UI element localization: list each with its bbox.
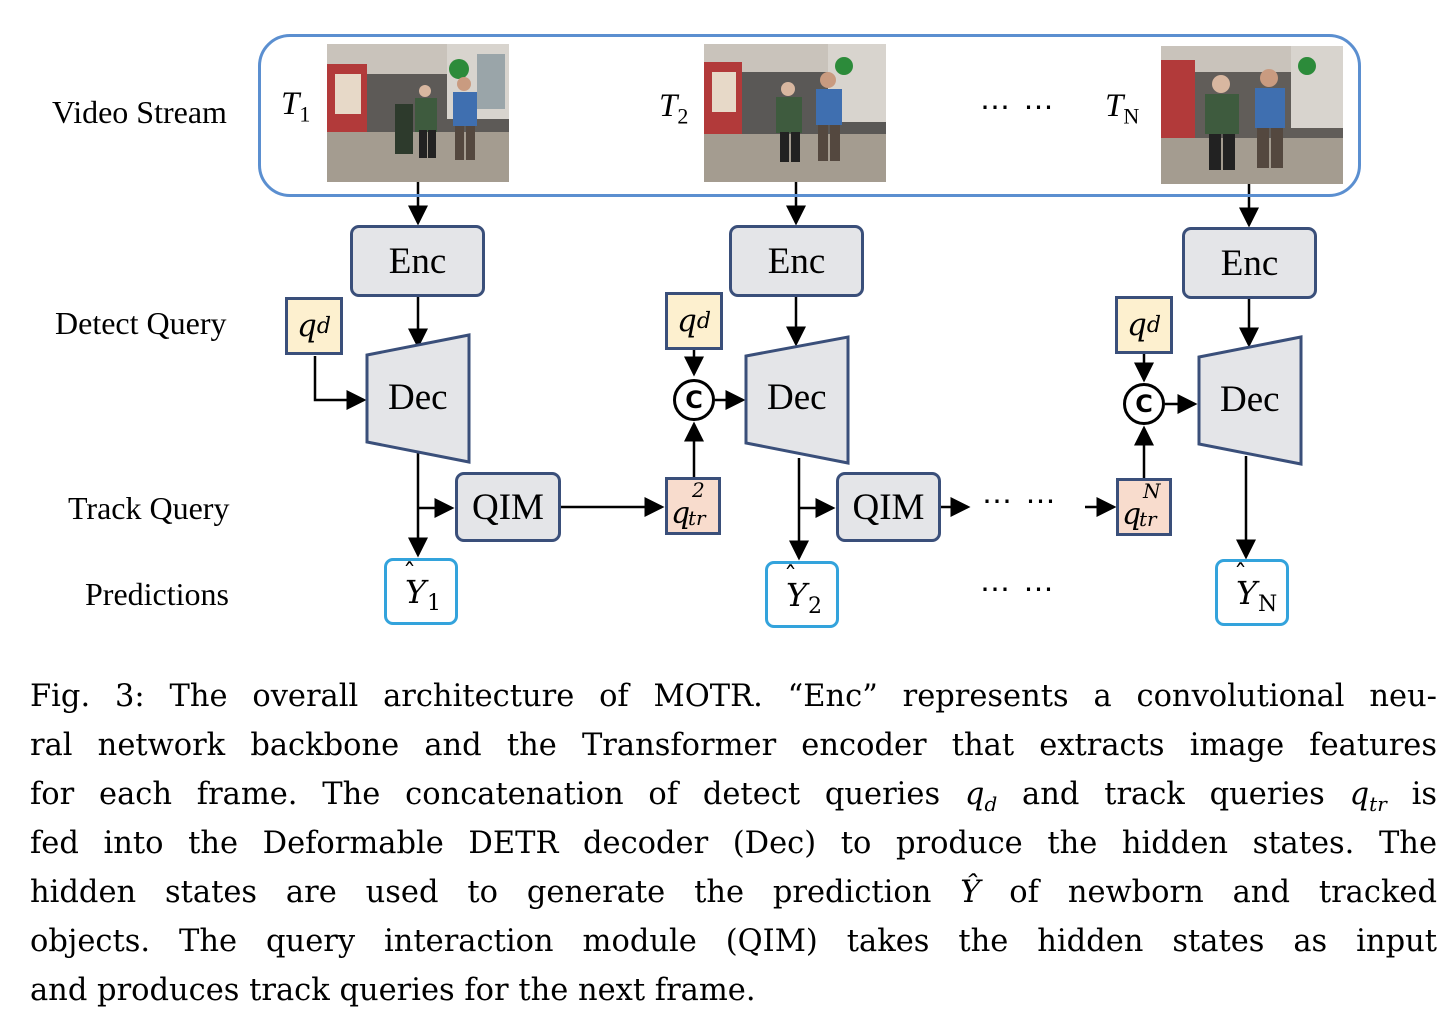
- track-query-2: q 2 tr: [665, 477, 721, 535]
- figure-caption: Fig. 3: The overall architecture of MOTR…: [30, 672, 1437, 1015]
- caption-line-3: for each frame. The concatenation of det…: [30, 777, 1437, 817]
- frame-label-t1: T1: [281, 86, 311, 127]
- predictions-ellipsis: ⋯ ⋯: [980, 573, 1057, 606]
- video-frame-n: [1161, 46, 1343, 184]
- video-stream-panel: [258, 34, 1361, 197]
- decoder-label-1: Dec: [388, 377, 448, 418]
- caption-line-6: objects. The query interaction module (Q…: [30, 924, 1437, 959]
- concat-op-3: C: [1123, 383, 1165, 425]
- frame-label-t2: T2: [659, 88, 689, 129]
- qim-block-2: QIM: [836, 472, 941, 542]
- caption-line-4: fed into the Deformable DETR decoder (De…: [30, 826, 1437, 861]
- track-query-ellipsis: ⋯ ⋯: [982, 485, 1059, 518]
- video-frame-1: [327, 44, 509, 182]
- row-label-detect-query: Detect Query: [55, 305, 227, 341]
- caption-line-1: Fig. 3: The overall architecture of MOTR…: [30, 679, 1437, 714]
- frame-label-tn: TN: [1105, 88, 1140, 129]
- qim-block-1: QIM: [455, 472, 561, 542]
- row-label-video-stream: Video Stream: [52, 94, 227, 130]
- concat-op-2: C: [673, 379, 715, 421]
- caption-line-5: hidden states are used to generate the p…: [30, 875, 1437, 910]
- caption-line-2: ral network backbone and the Transformer…: [30, 728, 1437, 763]
- decoder-block-2: [744, 335, 850, 465]
- connection-arrows: [313, 182, 1303, 561]
- encoder-block-1: Enc: [350, 225, 485, 297]
- video-frame-2: [704, 44, 886, 182]
- track-query-n: q N tr: [1116, 478, 1172, 536]
- encoder-block-2: Enc: [729, 225, 864, 297]
- frames-ellipsis: ⋯ ⋯: [980, 91, 1057, 124]
- encoder-block-3: Enc: [1182, 227, 1317, 299]
- caption-line-7: and produces track queries for the next …: [30, 973, 756, 1008]
- decoder-label-2: Dec: [767, 377, 827, 418]
- row-label-predictions: Predictions: [85, 576, 229, 612]
- decoder-block-3: [1197, 335, 1303, 466]
- row-label-track-query: Track Query: [68, 490, 230, 526]
- decoder-label-3: Dec: [1220, 379, 1280, 420]
- decoder-block-1: [365, 333, 471, 464]
